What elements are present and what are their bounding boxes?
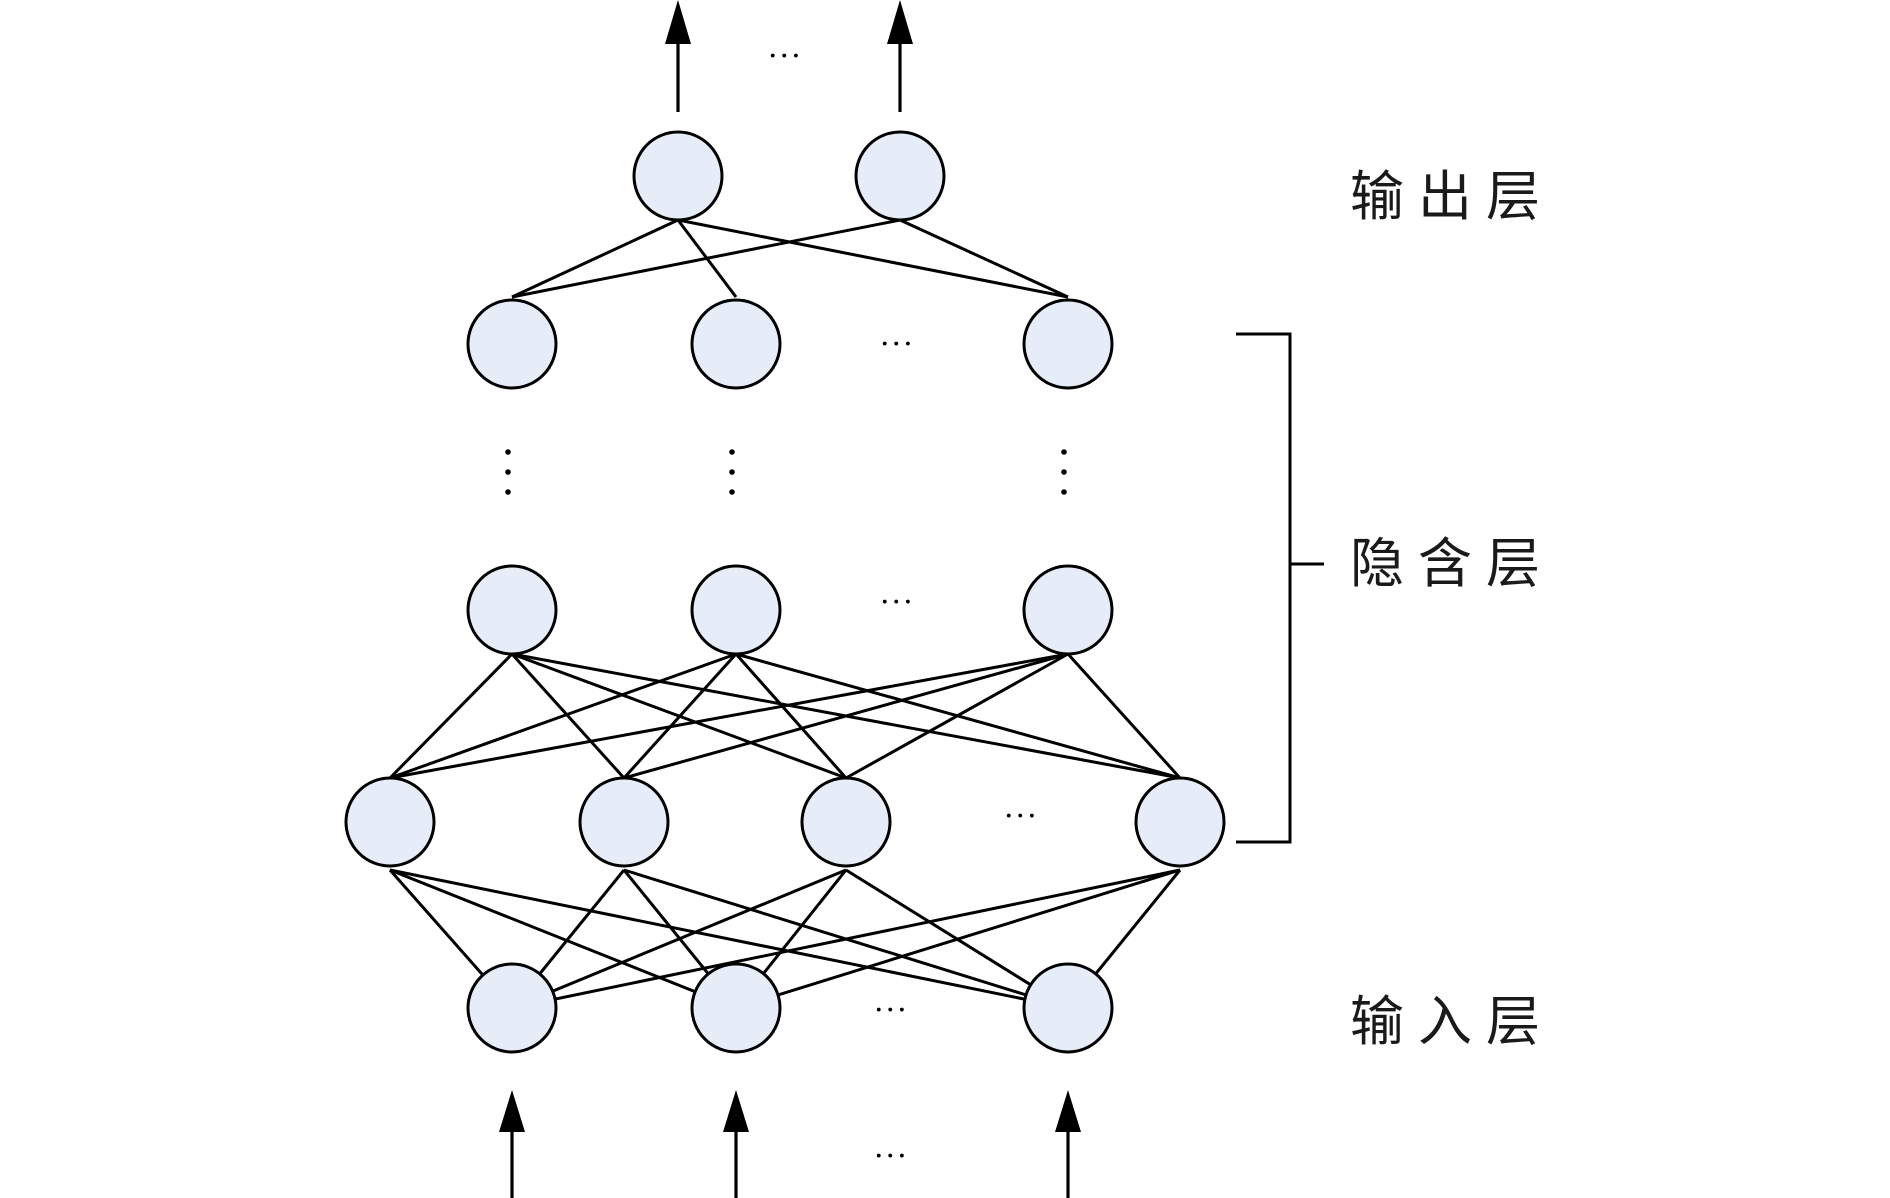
input-node [690, 962, 782, 1054]
hidden-layer-top-nodes [466, 298, 1114, 390]
hidden-node [1022, 564, 1114, 656]
output-arrows [665, 0, 913, 112]
ellipsis: ··· [1004, 799, 1039, 834]
input-arrow [1055, 1090, 1081, 1198]
hidden-node [690, 564, 782, 656]
ellipsis: ··· [880, 585, 915, 620]
output-arrow [665, 0, 691, 112]
output-layer-nodes [632, 130, 946, 222]
hidden-layer-2-nodes [466, 564, 1114, 656]
vertical-ellipsis [505, 449, 511, 495]
hidden-node [1134, 776, 1226, 868]
horizontal-ellipses: ··· ··· ··· ··· ··· ··· [768, 39, 1039, 1174]
input-arrows [499, 1090, 1081, 1198]
hidden-node [800, 776, 892, 868]
output-node [854, 130, 946, 222]
vertical-ellipsis [729, 449, 735, 495]
hidden-layer-1-nodes [344, 776, 1226, 868]
hidden-node [466, 564, 558, 656]
hidden-layer-bracket [1236, 332, 1324, 844]
vertical-ellipsis [1061, 449, 1067, 495]
input-arrow [723, 1090, 749, 1198]
hidden-to-hidden-connections [388, 652, 1182, 780]
input-node [466, 962, 558, 1054]
input-node [1022, 962, 1114, 1054]
input-layer-nodes [466, 962, 1114, 1054]
ellipsis: ··· [880, 327, 915, 362]
hidden-to-output-connections [511, 218, 1069, 299]
output-arrow [887, 0, 913, 112]
input-arrow [499, 1090, 525, 1198]
hidden-node [344, 776, 436, 868]
hidden-node [578, 776, 670, 868]
hidden-node [690, 298, 782, 390]
hidden-node [466, 298, 558, 390]
vertical-ellipses [505, 449, 1067, 495]
ellipsis: ··· [874, 1139, 909, 1174]
output-node [632, 130, 724, 222]
hidden-layer-label: 隐含层 [1350, 532, 1554, 595]
input-layer-label: 输入层 [1350, 990, 1554, 1053]
hidden-node [1022, 298, 1114, 390]
ellipsis: ··· [768, 39, 803, 74]
ellipsis: ··· [874, 993, 909, 1028]
output-layer-label: 输出层 [1350, 165, 1554, 228]
